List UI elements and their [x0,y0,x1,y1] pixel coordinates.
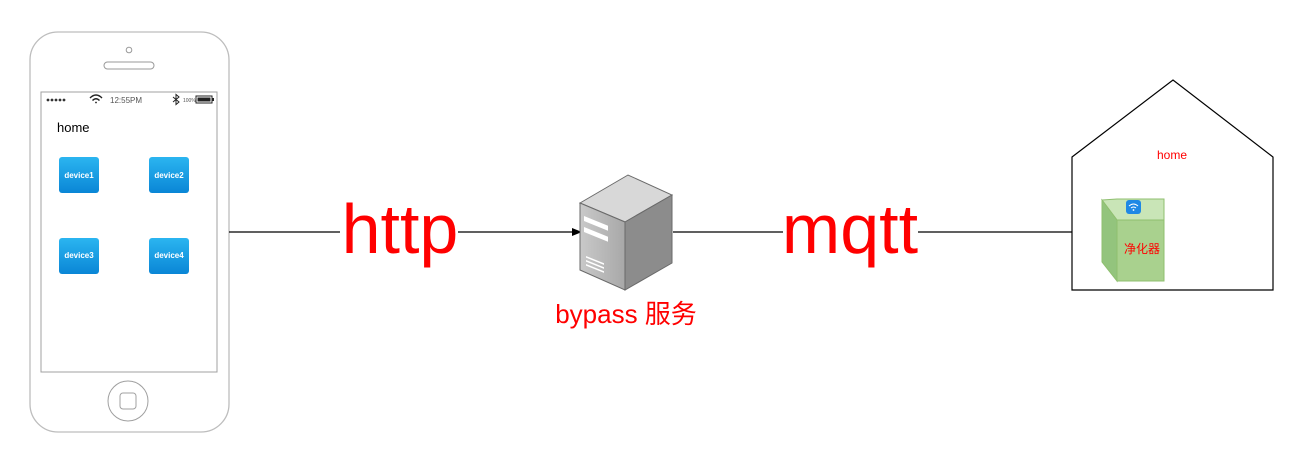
device-tile-label: device3 [64,251,94,260]
smartphone: 12:55PM 100% home device1 device2 device… [29,31,230,433]
device-tile-2[interactable]: device2 [149,157,189,193]
screen-title: home [57,120,90,135]
wifi-icon [89,94,103,104]
device-tile-label: device2 [154,171,184,180]
device-tile-label: device1 [64,171,94,180]
house-label: home [1157,148,1187,162]
phone-home-button[interactable] [107,380,149,422]
signal-icon [46,98,66,102]
wifi-icon [1126,200,1141,214]
status-battery-text: 100% [183,98,196,104]
status-bar: 12:55PM 100% [46,93,214,106]
bluetooth-icon [172,93,180,106]
phone-camera [125,46,133,54]
server-icon [578,174,674,291]
appliance-label: 净化器 [1124,242,1160,256]
server-label: bypass 服务 [555,299,697,329]
mqtt-label: mqtt [782,190,918,268]
device-tile-4[interactable]: device4 [149,238,189,274]
phone-speaker [103,61,155,70]
http-label: http [342,190,459,268]
battery-icon [195,95,214,104]
device-tile-label: device4 [154,251,184,260]
appliance-purifier [1101,198,1165,283]
phone-screen [40,91,218,373]
device-tile-1[interactable]: device1 [59,157,99,193]
status-time: 12:55PM [110,96,142,105]
device-tile-3[interactable]: device3 [59,238,99,274]
